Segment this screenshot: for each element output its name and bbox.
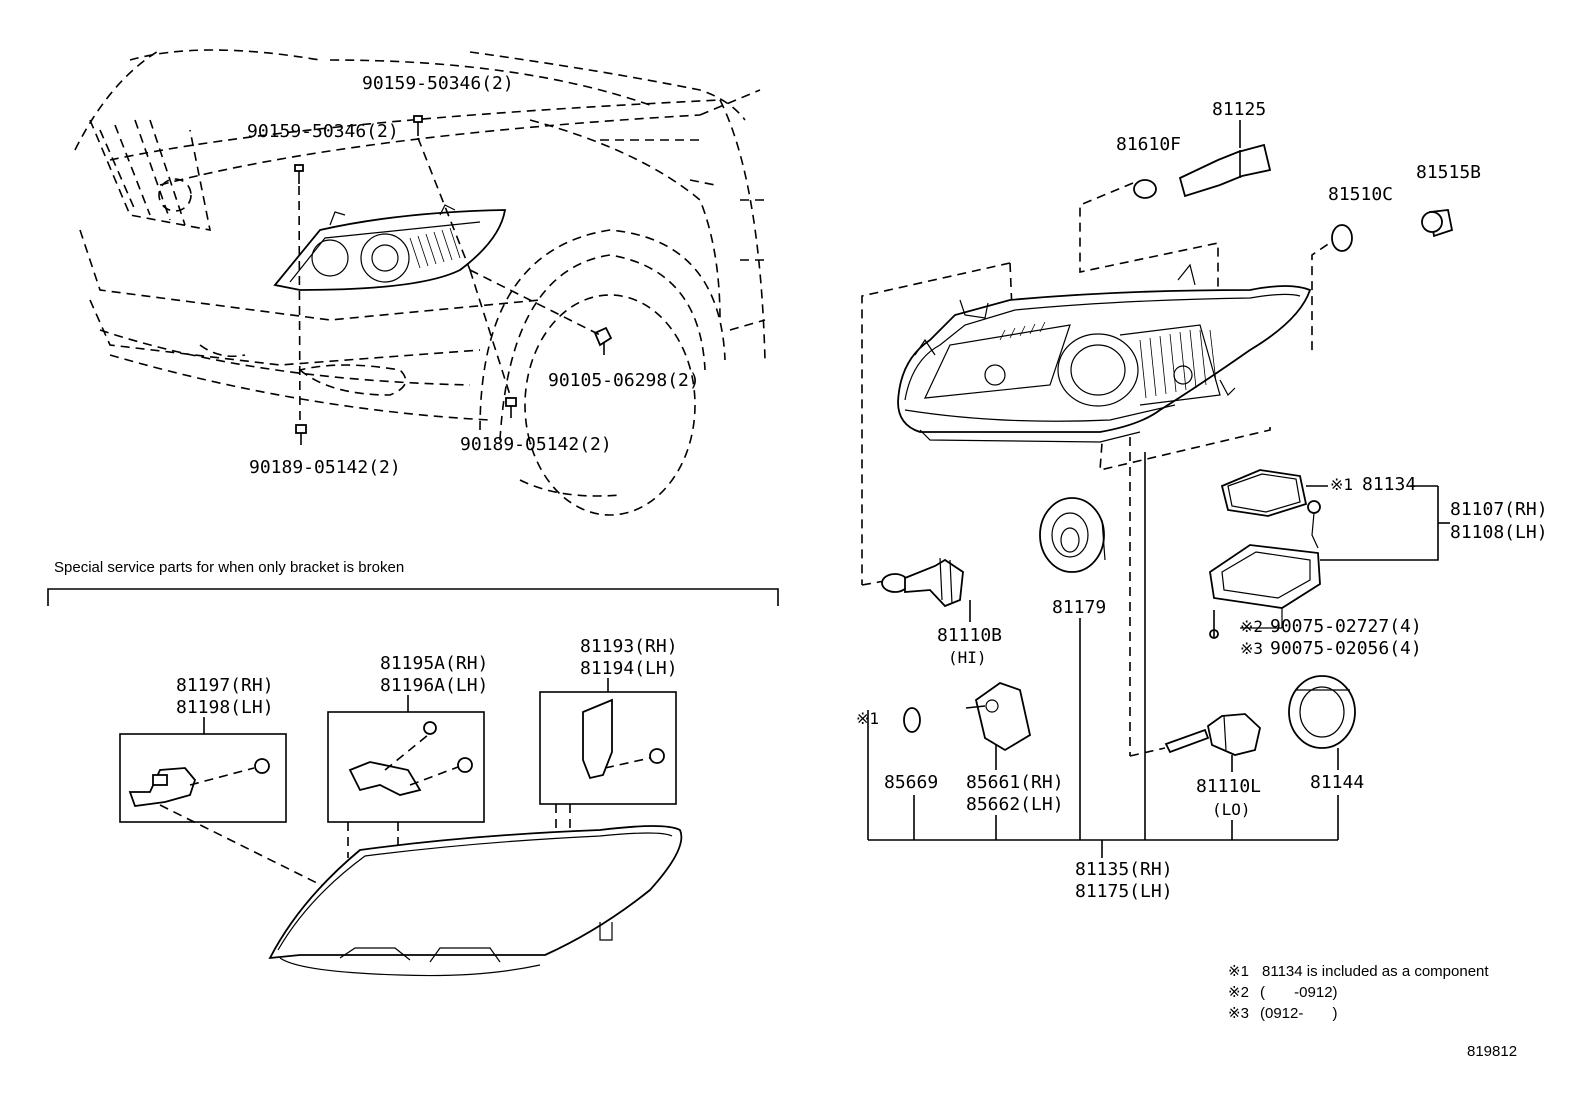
label-clip-bottom-1: 90189-05142(2) [460,434,612,455]
mark-screw-2: ※2 [1240,617,1263,636]
mark-screw-3: ※3 [1240,639,1263,658]
gasket-81134-icon [1220,469,1308,517]
label-screw-2: 90075-02727(4) [1270,616,1422,637]
label-81125: 81125 [1212,99,1266,120]
headlamp-housing [897,263,1312,443]
igniter-85661-icon [965,681,1032,752]
socket-81125-icon [1178,143,1272,198]
label-85669: 85669 [884,772,938,793]
footnote-2-mark: ※2 [1228,984,1249,1001]
label-81610f: 81610F [1116,134,1181,155]
label-81110b-sub: (HI) [948,648,987,667]
bolt-icon [294,164,304,184]
bracket-box-81197 [119,733,287,823]
label-81193: 81193(RH) [580,636,678,657]
label-81175: 81175(LH) [1075,881,1173,902]
label-81196a: 81196A(LH) [380,675,488,696]
label-81194: 81194(LH) [580,658,678,679]
socket-81515b-icon [1421,209,1454,238]
diagram-id: 819812 [1467,1043,1517,1060]
bulb-81110b-icon [881,557,964,608]
special-service-bracket [47,588,779,606]
bulb-81110l-icon [1164,713,1261,756]
footnote-3-mark: ※3 [1228,1005,1249,1022]
bolt-icon [413,115,423,136]
cover-81144-icon [1288,675,1356,749]
assembly-connection-lines [867,452,1339,858]
special-service-note: Special service parts for when only brac… [54,559,404,576]
label-81510c: 81510C [1328,184,1393,205]
headlamp-lens-assembly [268,825,683,977]
cap-81179-icon [1039,497,1106,573]
label-81107: 81107(RH) [1450,499,1548,520]
label-81179: 81179 [1052,597,1106,618]
label-bolt-fender: 90105-06298(2) [548,370,700,391]
label-bolt-top-2: 90159-50346(2) [247,121,399,142]
label-85661: 85661(RH) [966,772,1064,793]
bracket-box-81195a [327,711,485,823]
label-81197: 81197(RH) [176,675,274,696]
vehicle-fasteners [294,115,613,445]
label-bolt-top-1: 90159-50346(2) [362,73,514,94]
bracket-81197-icon [128,758,270,807]
bracket-81195a-icon [348,721,473,796]
footnote-1-text: 81134 is included as a component [1262,963,1489,980]
label-81134: 81134 [1362,474,1416,495]
label-81195a: 81195A(RH) [380,653,488,674]
label-81144: 81144 [1310,772,1364,793]
bolt-icon [593,326,613,355]
label-81110l: 81110L [1196,776,1261,797]
label-clip-bottom-2: 90189-05142(2) [249,457,401,478]
label-81135: 81135(RH) [1075,859,1173,880]
label-screw-3: 90075-02056(4) [1270,638,1422,659]
ballast-81107-icon [1209,500,1321,609]
mark-81134: ※1 [1330,475,1353,494]
footnote-1-mark: ※1 [1228,963,1249,980]
clip-icon [295,424,307,445]
housing-hatching [999,321,1217,399]
footnote-2-text: ( -0912) [1260,984,1338,1001]
label-81515b: 81515B [1416,162,1481,183]
label-81110l-sub: (LO) [1212,800,1251,819]
label-81110b: 81110B [937,625,1002,646]
bracket-81193-icon [582,698,665,780]
vehicle-front-illustration [74,49,766,516]
footnote-3-text: (0912- ) [1260,1005,1338,1022]
label-85662: 85662(LH) [966,794,1064,815]
bulb-81610f-icon [1133,179,1157,199]
clip-icon [505,397,517,418]
oring-85669-icon [903,707,921,733]
headlamp-on-vehicle [273,204,507,291]
bulb-81510c-icon [1331,224,1353,252]
label-81198: 81198(LH) [176,697,274,718]
bracket-box-81193 [539,691,677,805]
footnotes: ※1 81134 is included as a component ※2 (… [1228,963,1489,1022]
screw-icon [1209,610,1219,639]
label-81108: 81108(LH) [1450,522,1548,543]
